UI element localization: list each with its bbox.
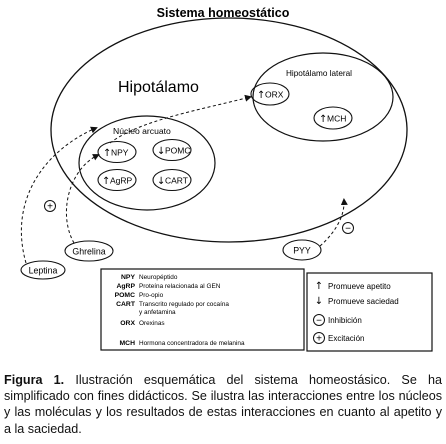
arcuato-ellipse — [78, 115, 216, 211]
arrow-up-icon: ↑ — [319, 114, 327, 125]
node-mch: ↑ MCH — [313, 106, 353, 130]
minus-circle-icon — [313, 314, 325, 326]
node-cart-label: CART — [165, 176, 188, 186]
node-orx: ↑ ORX — [250, 82, 290, 106]
arrow-up-icon: ↑ — [103, 148, 111, 159]
arrow-down-icon: ↓ — [157, 176, 165, 187]
plus-sign: + — [316, 334, 322, 345]
abbr-cart-desc: Transcrito regulado por cocaína — [139, 301, 229, 308]
node-pomc: ↓ POMC — [152, 138, 192, 162]
plus-circle-icon — [313, 332, 325, 344]
abbr-orx: ORX — [120, 320, 135, 327]
node-ghrelina: Ghrelina — [64, 240, 114, 262]
edge-npy-to-lateral — [109, 94, 252, 144]
legend: ↑ Promueve apetito ↓ Promueve saciedad −… — [313, 281, 399, 345]
diagram-title: Sistema homeostático — [157, 6, 290, 20]
node-cart: ↓ CART — [152, 168, 192, 192]
arrow-up-icon: ↑ — [102, 176, 110, 187]
abbr-cart: CART — [116, 301, 136, 308]
legend-inhibition-label: Inhibición — [328, 316, 362, 325]
arrow-down-icon: ↓ — [157, 146, 165, 157]
arrow-up-icon: ↑ — [315, 281, 323, 292]
minus-sign: − — [345, 224, 351, 235]
abbr-pomc-desc: Pro-opio — [139, 292, 164, 299]
abbr-npy: NPY — [121, 274, 135, 281]
lateral-label: Hipotálamo lateral — [286, 69, 352, 78]
node-npy-label: NPY — [111, 148, 129, 158]
node-leptina: Leptina — [20, 260, 66, 280]
node-mch-label: MCH — [327, 114, 346, 124]
plus-sign: + — [47, 202, 53, 213]
abbreviation-box — [100, 268, 305, 351]
legend-appetite-label: Promueve apetito — [328, 282, 391, 291]
arrow-up-icon: ↑ — [257, 90, 265, 101]
node-pyy-label: PYY — [293, 246, 311, 256]
abbreviation-list: NPY Neuropéptido AgRP Proteína relaciona… — [115, 274, 245, 347]
legend-satiety-label: Promueve saciedad — [328, 297, 399, 306]
node-agrp-label: AgRP — [110, 176, 133, 186]
figure-caption: Figura 1. Ilustración esquemática del si… — [4, 372, 442, 437]
abbr-pomc: POMC — [115, 292, 135, 299]
abbr-mch-desc: Hormona concentradora de melanina — [139, 340, 245, 347]
edge-ghrelina-to-npy — [66, 154, 100, 244]
legend-excitation-label: Excitación — [328, 334, 364, 343]
node-pomc-label: POMC — [165, 146, 191, 156]
node-orx-label: ORX — [265, 90, 284, 100]
abbr-agrp-desc: Proteína relacionada al GEN — [139, 283, 221, 290]
minus-sign: − — [316, 316, 322, 327]
node-npy: ↑ NPY — [97, 140, 137, 164]
hipotalamo-label: Hipotálamo — [118, 79, 199, 96]
node-leptina-label: Leptina — [29, 266, 58, 276]
abbr-orx-desc: Orexinas — [139, 320, 165, 327]
node-agrp: ↑ AgRP — [97, 168, 137, 192]
edge-pyy-to-hipotalamo — [319, 198, 348, 247]
abbr-agrp: AgRP — [116, 283, 135, 290]
arcuato-label: Núcleo arcuato — [113, 126, 171, 136]
node-ghrelina-label: Ghrelina — [72, 247, 105, 257]
leptina-sign: + — [44, 200, 56, 213]
pyy-sign: − — [342, 222, 354, 235]
abbr-mch: MCH — [120, 340, 136, 347]
lateral-ellipse — [252, 52, 394, 142]
node-pyy: PYY — [282, 239, 322, 261]
figure-label: Figura 1. — [4, 373, 65, 387]
abbr-cart-desc-cont: y anfetamina — [139, 309, 176, 316]
abbr-npy-desc: Neuropéptido — [139, 274, 178, 281]
edge-leptina-to-arcuato — [21, 126, 98, 264]
legend-box — [306, 272, 433, 352]
arrow-down-icon: ↓ — [315, 296, 323, 307]
hipotalamo-ellipse — [50, 17, 408, 243]
figure-caption-text: Ilustración esquemática del sistema home… — [4, 373, 443, 436]
